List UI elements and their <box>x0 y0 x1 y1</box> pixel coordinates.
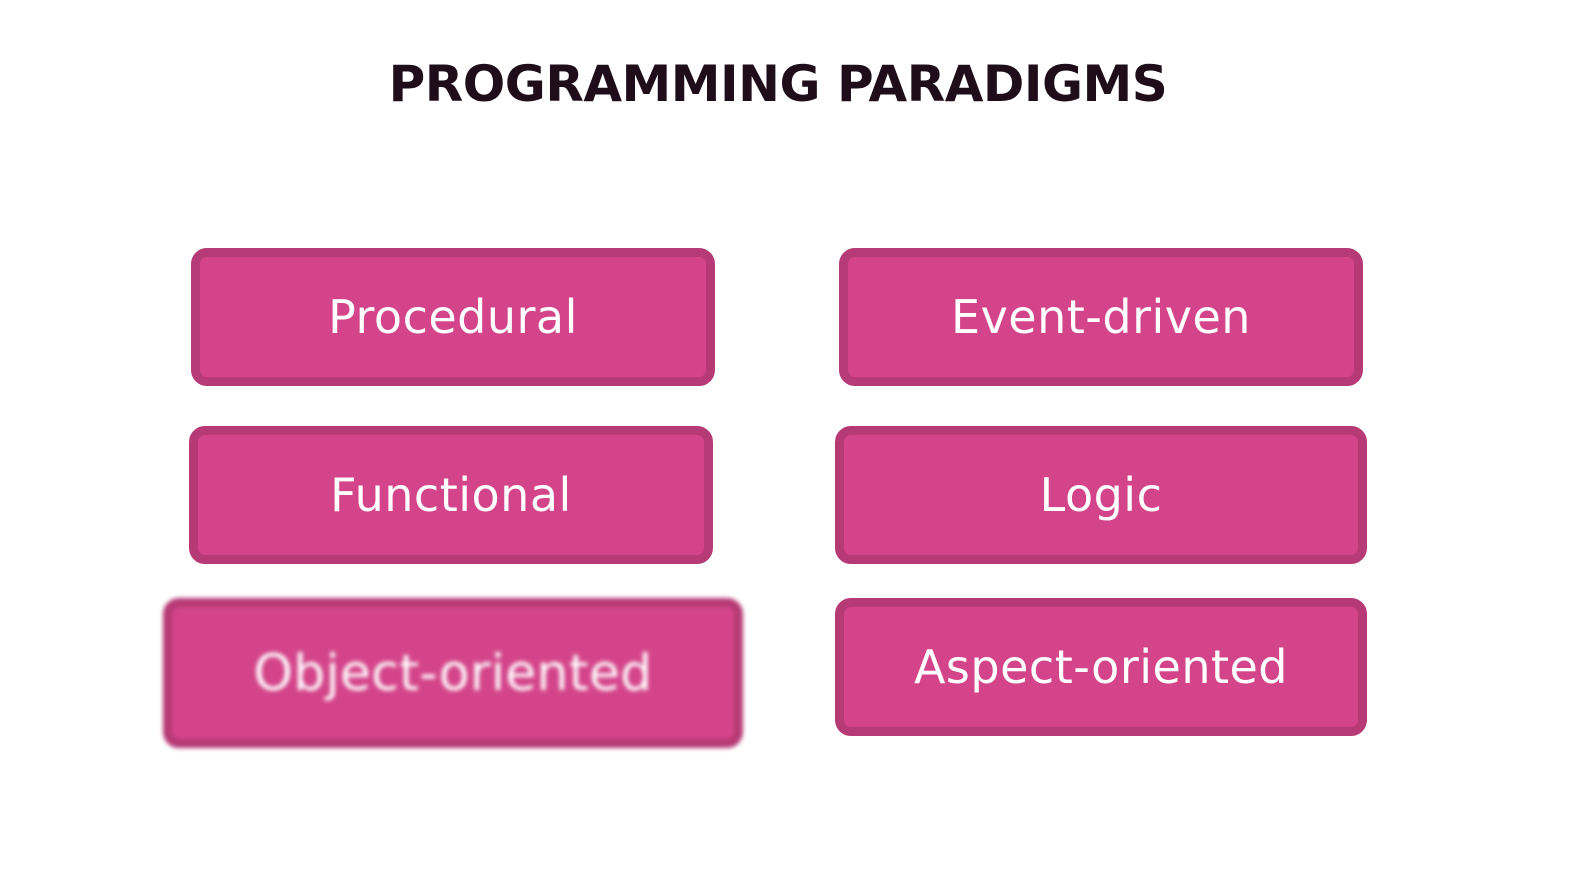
paradigm-card-event-driven[interactable]: Event-driven <box>839 248 1363 386</box>
paradigm-label: Object-oriented <box>253 644 653 702</box>
page-title: PROGRAMMING PARADIGMS <box>388 55 1168 113</box>
paradigm-card-functional[interactable]: Functional <box>189 426 713 564</box>
paradigm-label: Logic <box>1039 468 1163 522</box>
paradigm-card-logic[interactable]: Logic <box>835 426 1367 564</box>
paradigm-card-aspect-oriented[interactable]: Aspect-oriented <box>835 598 1367 736</box>
paradigm-label: Functional <box>330 468 572 522</box>
paradigm-label: Event-driven <box>951 290 1251 344</box>
paradigm-label: Procedural <box>328 290 578 344</box>
paradigm-card-procedural[interactable]: Procedural <box>191 248 715 386</box>
paradigm-label: Aspect-oriented <box>913 640 1289 694</box>
paradigm-card-object-oriented[interactable]: Object-oriented <box>163 598 743 748</box>
